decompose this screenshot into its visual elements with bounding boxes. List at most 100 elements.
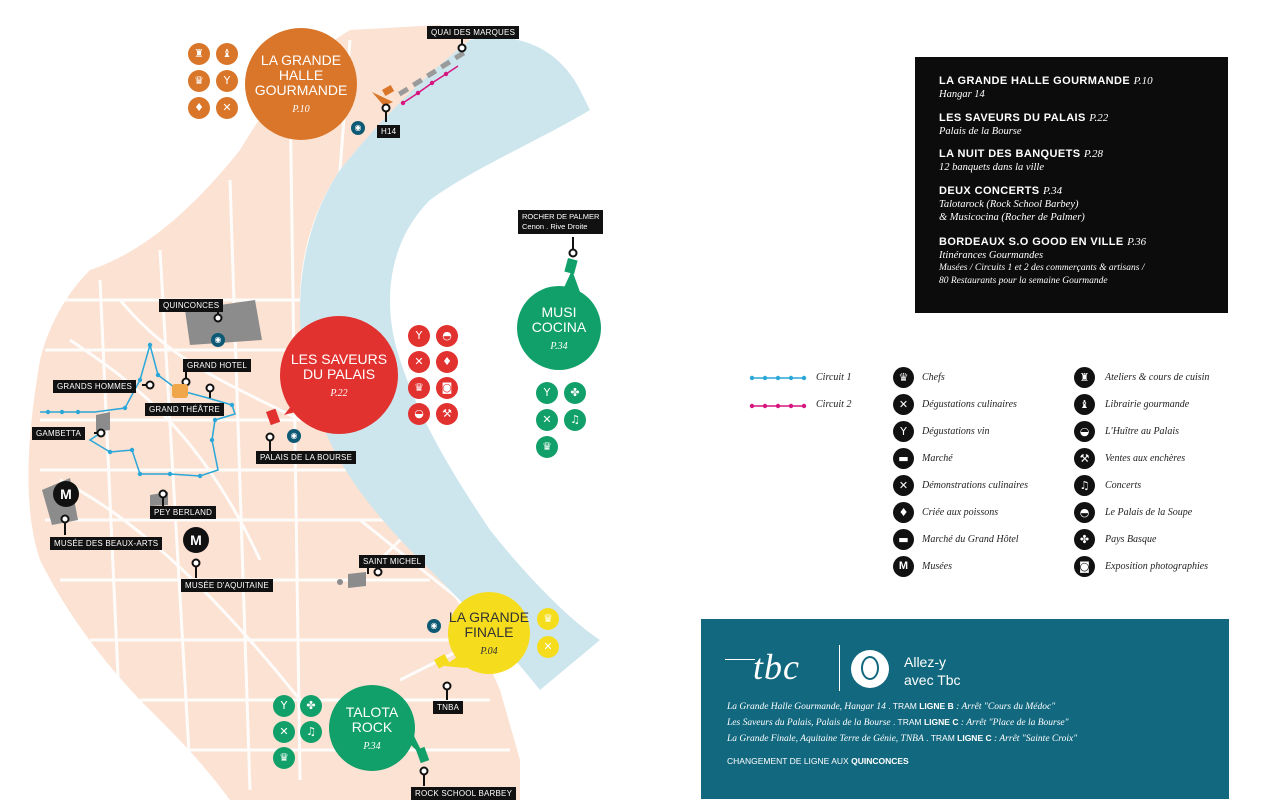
tbc-line-place: Les Saveurs du Palais, Palais de la Bour… <box>727 718 891 728</box>
tbc-logo: tbc <box>725 647 825 689</box>
chef-hat-icon: ♛ <box>893 367 914 388</box>
basque-cross-icon: ✤ <box>564 382 586 404</box>
label-rocher-de-palmer[interactable]: ROCHER DE PALMER Cenon . Rive Droite <box>518 210 604 234</box>
fork-knife-icon: ✕ <box>536 409 558 431</box>
bookshop-icon: ♝ <box>1074 394 1095 415</box>
camera-icon: ◙ <box>1074 556 1095 577</box>
label-quai-des-marques[interactable]: QUAI DES MARQUES <box>427 26 520 39</box>
camera-icon: ◙ <box>436 377 458 399</box>
label-quinconces[interactable]: QUINCONCES <box>159 299 224 312</box>
bubble-title-line2: FINALE <box>464 623 514 640</box>
program-item-page: P.22 <box>1089 112 1109 124</box>
workshop-icon: ♜ <box>1074 367 1095 388</box>
bookshop-icon: ♝ <box>216 43 238 65</box>
wine-glass-icon: Y <box>408 325 430 347</box>
bubble-title-line2: DU PALAIS <box>302 365 376 382</box>
label-grand-hotel[interactable]: GRAND HOTEL <box>183 359 251 372</box>
label-pey-berland[interactable]: PEY BERLAND <box>150 506 217 519</box>
bubble-title-line2: HALLE <box>278 67 324 83</box>
program-item[interactable]: LES SAVEURS DU PALAIS P.22 Palais de la … <box>939 112 1108 138</box>
label-palais-de-la-bourse[interactable]: PALAIS DE LA BOURSE <box>256 451 357 464</box>
chef-hat-icon: ♛ <box>536 436 558 458</box>
program-item-sub: 12 banquets dans la ville <box>939 162 1044 173</box>
tbc-logo-text: tbc <box>753 647 800 687</box>
gavel-icon: ⚒ <box>1074 448 1095 469</box>
program-item[interactable]: BORDEAUX S.O GOOD EN VILLE P.36 Itinéran… <box>939 236 1146 288</box>
tbc-line-tram: . TRAM <box>885 701 920 711</box>
basque-cross-icon: ✤ <box>300 695 322 717</box>
legend-label: Librairie gourmande <box>1105 399 1190 410</box>
tbc-change-note: CHANGEMENT DE LIGNE AUX QUINCONCES <box>727 756 909 766</box>
bubble-grande-halle[interactable]: LA GRANDE HALLE GOURMANDE P.10 <box>245 28 357 140</box>
tbc-line-stop: : Arrêt "Cours du Médoc" <box>953 702 1056 712</box>
legend-label: Chefs <box>922 372 945 383</box>
legend-label: Dégustations culinaires <box>922 399 1017 410</box>
legend-label: Marché <box>922 453 953 464</box>
program-item-title: LES SAVEURS DU PALAIS <box>939 112 1086 124</box>
tbc-line-ligne: LIGNE B <box>919 701 954 711</box>
legend-circuit-1: Circuit 1 <box>816 372 852 383</box>
museum-icon-beaux-arts[interactable]: M <box>53 481 79 507</box>
rocher-subtitle: Cenon . Rive Droite <box>522 222 588 231</box>
label-rock-school-barbey[interactable]: ROCK SCHOOL BARBEY <box>411 787 517 800</box>
chef-hat-icon: ♛ <box>188 70 210 92</box>
circuit-legend-lines <box>749 375 807 409</box>
tram-icon-h14: ◉ <box>351 121 365 135</box>
tbc-change-text: CHANGEMENT DE LIGNE AUX <box>727 756 852 766</box>
divider <box>839 645 840 691</box>
cooking-demo-icon: ✕ <box>893 475 914 496</box>
oyster-icon: ◒ <box>408 403 430 425</box>
hotel-market-icon-grand-hotel <box>172 384 188 398</box>
music-note-icon: ♫ <box>564 409 586 431</box>
bubble-musicocina[interactable]: MUSI COCINA P.34 <box>517 286 601 370</box>
wine-glass-icon: Y <box>273 695 295 717</box>
chef-hat-icon: ♛ <box>537 608 559 630</box>
bubble-title-line1: LA GRANDE <box>448 608 530 625</box>
legend-label: Ventes aux enchères <box>1105 453 1186 464</box>
fish-auction-icon: ♦ <box>436 351 458 373</box>
tbc-transport-box: tbc Allez-y avec Tbc La Grande Halle Gou… <box>701 619 1229 799</box>
bubble-grande-finale[interactable]: LA GRANDE FINALE P.04 <box>448 592 530 674</box>
soup-bowl-icon: ◓ <box>436 325 458 347</box>
program-item[interactable]: LA GRANDE HALLE GOURMANDE P.10 Hangar 14 <box>939 75 1153 101</box>
legend-label: Exposition photographies <box>1105 561 1209 572</box>
program-item-sub2: & Musicocina (Rocher de Palmer) <box>939 212 1085 223</box>
label-saint-michel[interactable]: SAINT MICHEL <box>359 555 426 568</box>
program-item[interactable]: DEUX CONCERTS P.34 Talotarock (Rock Scho… <box>939 185 1085 224</box>
bubble-talotarock[interactable]: TALOTA ROCK P.34 <box>329 685 415 771</box>
tram-icon-bourse: ◉ <box>287 429 301 443</box>
program-item-sub: Talotarock (Rock School Barbey) <box>939 199 1079 210</box>
label-grand-theatre[interactable]: GRAND THÉÂTRE <box>145 403 224 416</box>
fork-knife-icon: ✕ <box>893 394 914 415</box>
tbc-slogan-1: Allez-y <box>904 654 947 670</box>
oyster-icon: ◒ <box>1074 421 1095 442</box>
tbc-line: La Grande Halle Gourmande, Hangar 14 . T… <box>727 701 1055 712</box>
bubble-page: P.34 <box>550 340 568 352</box>
legend-label: Musées <box>922 561 952 572</box>
program-item-title: LA GRANDE HALLE GOURMANDE <box>939 75 1131 87</box>
program-item-title: LA NUIT DES BANQUETS <box>939 148 1081 160</box>
label-gambetta[interactable]: GAMBETTA <box>32 427 86 440</box>
program-item-title: BORDEAUX S.O GOOD EN VILLE <box>939 236 1124 248</box>
tbc-line: Les Saveurs du Palais, Palais de la Bour… <box>727 717 1069 728</box>
bubble-page: P.04 <box>480 645 498 657</box>
label-grands-hommes[interactable]: GRANDS HOMMES <box>53 380 137 393</box>
garonne-river <box>300 37 600 690</box>
program-item-page: P.34 <box>1043 185 1063 197</box>
program-item[interactable]: LA NUIT DES BANQUETS P.28 12 banquets da… <box>939 148 1103 174</box>
fork-knife-icon: ✕ <box>537 636 559 658</box>
legend-label: Démonstrations culinaires <box>922 480 1029 491</box>
label-musee-aquitaine[interactable]: MUSÉE D'AQUITAINE <box>181 579 273 592</box>
bubble-saveurs-du-palais[interactable]: LES SAVEURS DU PALAIS P.22 <box>280 316 398 434</box>
legend-label: Concerts <box>1105 480 1142 491</box>
museum-icon: M <box>893 556 914 577</box>
museum-icon-aquitaine[interactable]: M <box>183 527 209 553</box>
bubble-title-line1: LA GRANDE <box>260 52 342 68</box>
basque-cross-icon: ✤ <box>1074 529 1095 550</box>
legend-label: Le Palais de la Soupe <box>1105 507 1193 518</box>
legend-circuit-2: Circuit 2 <box>816 399 852 410</box>
label-tnba[interactable]: TNBA <box>433 701 464 714</box>
label-musee-beaux-arts[interactable]: MUSÉE DES BEAUX-ARTS <box>50 537 163 550</box>
wine-glass-icon: Y <box>216 70 238 92</box>
label-h14[interactable]: H14 <box>377 125 401 138</box>
